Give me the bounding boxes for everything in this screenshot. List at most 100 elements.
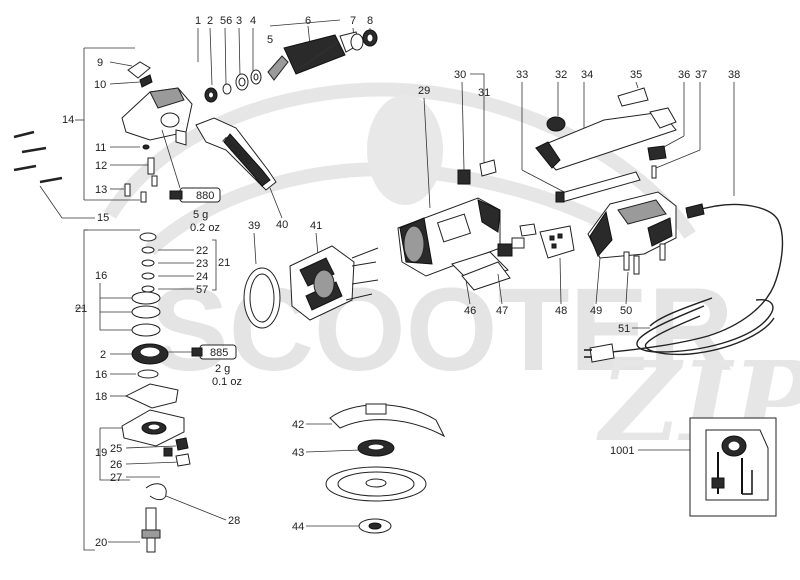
part-label-10: 10 — [94, 79, 106, 91]
part-label-18: 18 — [95, 391, 107, 403]
insulation-sheet-icon — [451, 251, 511, 291]
part-label-50: 50 — [620, 305, 632, 317]
part-label-21-main: 21 — [75, 303, 87, 315]
part-label-37: 37 — [695, 69, 707, 81]
bearing-end-icon — [350, 29, 378, 51]
part-label-32: 32 — [555, 69, 567, 81]
part-label-39: 39 — [248, 220, 260, 232]
switch-module-icon — [457, 169, 471, 185]
clamping-nut-icon — [358, 518, 392, 534]
label-plate-icon — [617, 87, 649, 107]
screw-37-icon — [651, 165, 657, 179]
part-label-16-upper: 16 — [95, 270, 107, 282]
armature-icon — [267, 31, 361, 81]
part-label-51: 51 — [618, 323, 630, 335]
part-group-gear-head: 9 10 14 11 12 13 15 — [13, 47, 288, 234]
part-group-rear-housing: 49 50 51 — [584, 191, 784, 363]
spacer-disc-1-icon — [131, 291, 161, 305]
top-cover-icon — [535, 107, 677, 171]
bearing-plate-icon — [124, 383, 179, 409]
part-group-motor-housing: 29 30 31 46 47 — [397, 69, 575, 317]
grease-code-880: 880 — [196, 190, 214, 202]
part-label-26: 26 — [110, 459, 122, 471]
clip-36-icon — [647, 145, 667, 161]
wire-clip-icon — [145, 483, 167, 501]
washer-57-icon — [141, 285, 155, 293]
part-label-14: 14 — [62, 114, 74, 126]
part-group-stator: 39 41 — [243, 220, 379, 329]
part-label-3: 3 — [236, 15, 242, 27]
part-label-19: 19 — [95, 447, 107, 459]
part-label-2: 2 — [207, 15, 213, 27]
switch-48-icon — [539, 225, 575, 259]
connector-clip-icon — [479, 159, 497, 177]
part-label-30: 30 — [454, 69, 466, 81]
watermark: SCOOTER ZIP — [104, 82, 800, 466]
flange-disc-top-icon — [139, 232, 157, 242]
part-label-5: 5 — [267, 34, 273, 46]
part-label-1001: 1001 — [610, 445, 634, 457]
circlip-icon — [142, 144, 150, 150]
part-label-49: 49 — [590, 305, 602, 317]
part-label-24: 24 — [196, 271, 208, 283]
part-label-27: 27 — [110, 472, 122, 484]
washer-23-icon — [141, 259, 155, 267]
part-label-46: 46 — [464, 305, 476, 317]
grease-amount-oz-upper: 0.2 oz — [190, 222, 220, 234]
part-label-15: 15 — [97, 212, 109, 224]
part-label-33: 33 — [516, 69, 528, 81]
part-label-25: 25 — [110, 443, 122, 455]
part-label-42: 42 — [292, 419, 304, 431]
spacer-disc-3-icon — [131, 323, 161, 337]
part-group-spindle: 1 2 56 3 4 6 7 8 5 — [195, 15, 378, 103]
spacer-disc-2-icon — [131, 305, 161, 319]
part-label-7: 7 — [350, 15, 356, 27]
spindle-nut-icon — [204, 87, 218, 103]
bevel-gear-icon — [131, 343, 169, 365]
spring-clip-icon — [127, 61, 151, 79]
part-label-56: 56 — [220, 15, 232, 27]
bearing-flange-icon — [121, 409, 185, 447]
part-label-23: 23 — [196, 258, 208, 270]
part-label-34: 34 — [581, 69, 593, 81]
part-label-41: 41 — [310, 220, 322, 232]
part-label-8: 8 — [367, 15, 373, 27]
part-label-12: 12 — [95, 160, 107, 172]
part-label-9: 9 — [97, 57, 103, 69]
washer-24-icon — [141, 272, 155, 280]
part-label-31: 31 — [478, 87, 490, 99]
lock-button-icon — [139, 74, 153, 88]
flange-ring-icon — [137, 369, 159, 379]
part-label-36: 36 — [678, 69, 690, 81]
part-group-detail-inset: 1001 — [610, 417, 777, 517]
grease-tube-885: 885 2 g 0.1 oz — [191, 344, 242, 388]
housing-screws-50-icon — [623, 243, 666, 275]
pin-icon — [147, 157, 155, 175]
part-label-11: 11 — [95, 142, 106, 154]
ring-icon — [250, 69, 262, 85]
grease-code-885: 885 — [210, 347, 228, 359]
part-group-guard: 42 43 44 — [292, 403, 446, 534]
grease-amount-g-upper: 5 g — [193, 209, 208, 221]
part-group-top-cover: 33 32 34 35 36 37 38 — [516, 69, 740, 203]
part-label-43: 43 — [292, 447, 304, 459]
switch-rod-icon — [555, 171, 641, 203]
screw-icon — [124, 175, 158, 203]
part-label-6: 6 — [305, 15, 311, 27]
grease-amount-g-lower: 2 g — [215, 363, 230, 375]
part-label-2-lower: 2 — [100, 349, 106, 361]
part-label-28: 28 — [228, 515, 240, 527]
part-group-bearing-flange: 19 25 26 27 28 20 — [95, 409, 240, 553]
part-label-29: 29 — [418, 85, 430, 97]
housing-screws-icon — [13, 130, 63, 184]
support-flange-icon — [357, 439, 395, 457]
part-label-20: 20 — [95, 537, 107, 549]
part-label-16-lower: 16 — [95, 369, 107, 381]
part-group-flange-stack: 21 22 23 24 57 21 16 2 — [75, 229, 242, 551]
grinding-disc-icon — [325, 466, 427, 502]
washer-22-icon — [141, 246, 155, 254]
wheel-guard-icon — [329, 403, 446, 438]
washer-icon — [222, 83, 232, 95]
detail-box-icon — [689, 417, 777, 517]
